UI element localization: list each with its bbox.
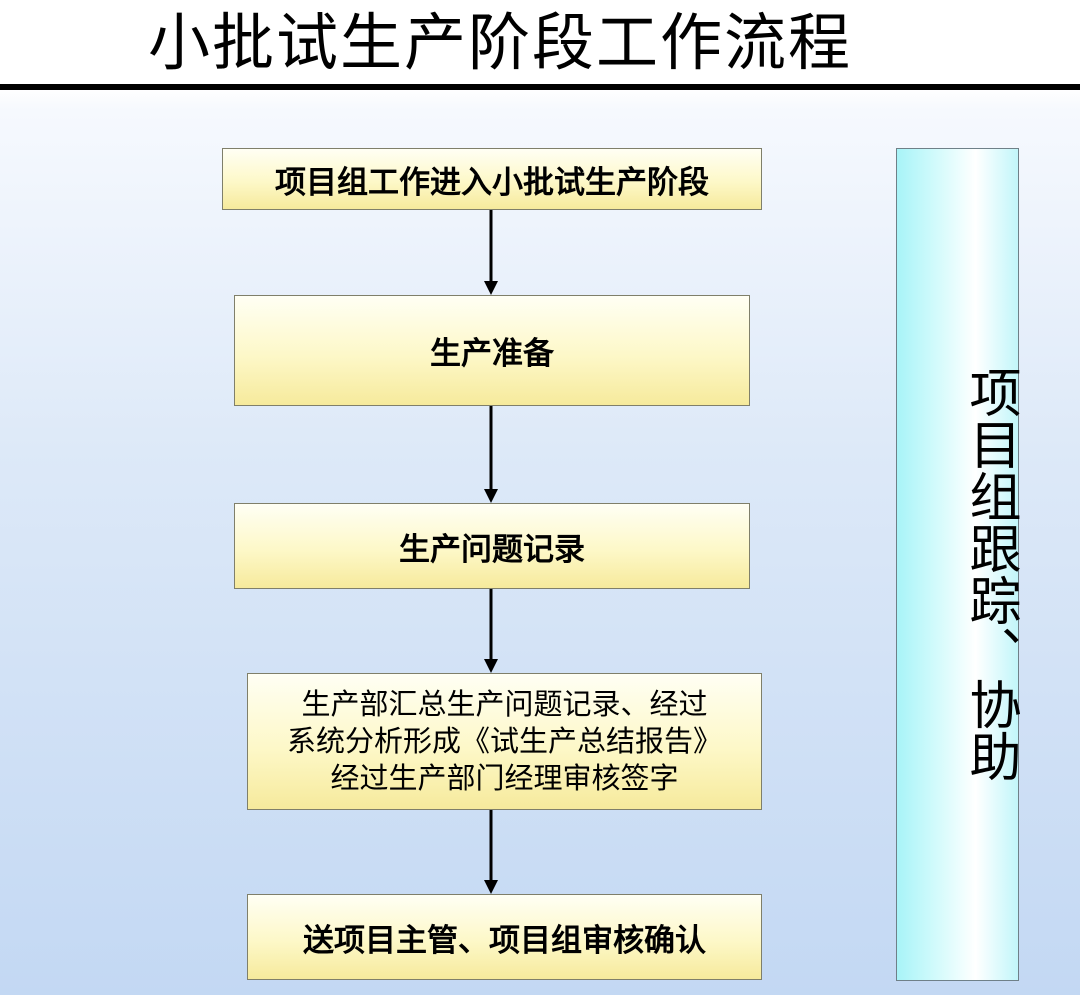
step-summary-report: 生产部汇总生产问题记录、经过 系统分析形成《试生产总结报告》 经过生产部门经理审…	[247, 673, 762, 810]
arrow-4	[484, 810, 498, 894]
step-issue-recording: 生产问题记录	[234, 503, 750, 589]
side-tracking-label: 项目组跟踪、协助	[960, 366, 1020, 782]
arrow-1	[484, 210, 498, 295]
step-review-confirm: 送项目主管、项目组审核确认	[247, 894, 762, 980]
step-label: 生产问题记录	[399, 531, 585, 568]
arrow-3	[484, 589, 498, 673]
arrow-2	[484, 406, 498, 503]
step-label: 生产准备	[430, 336, 554, 372]
page-title: 小批试生产阶段工作流程	[148, 6, 853, 79]
step-label-line-3: 经过生产部门经理审核签字	[330, 761, 679, 795]
step-label: 项目组工作进入小批试生产阶段	[275, 164, 709, 201]
step-label: 送项目主管、项目组审核确认	[303, 922, 706, 959]
step-label-line-2: 系统分析形成《试生产总结报告》	[286, 724, 722, 758]
side-tracking-panel: 项目组跟踪、协助	[896, 148, 1020, 981]
title-bar: 小批试生产阶段工作流程	[0, 0, 1080, 84]
step-production-prep: 生产准备	[234, 295, 750, 406]
step-enter-trial-stage: 项目组工作进入小批试生产阶段	[222, 148, 762, 210]
title-underline	[0, 84, 1080, 90]
step-label-line-1: 生产部汇总生产问题记录、经过	[301, 687, 708, 721]
